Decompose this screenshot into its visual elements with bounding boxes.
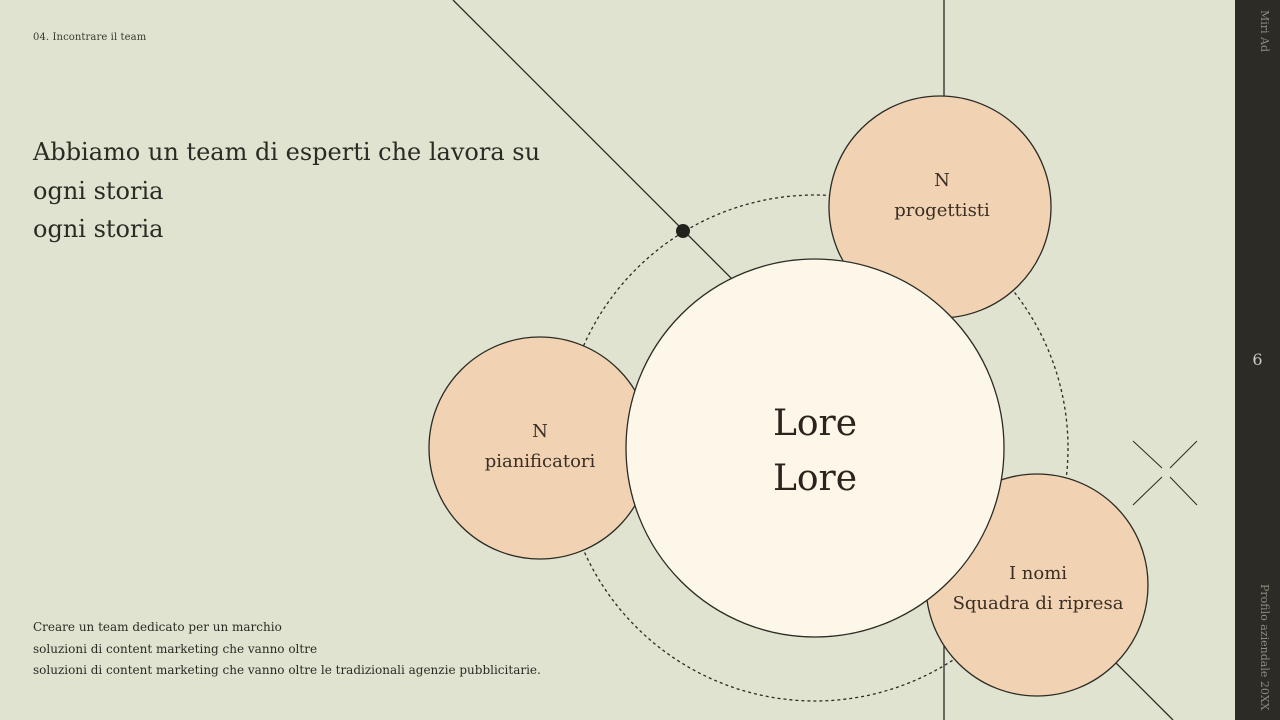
node-count: I nomi <box>1008 563 1068 584</box>
section-label: 04. Incontrare il team <box>33 32 147 43</box>
sidebar <box>1235 0 1280 720</box>
body-line: soluzioni di content marketing che vanno… <box>33 641 318 656</box>
node-title: progettisti <box>894 200 990 221</box>
team-diagram <box>428 0 1198 720</box>
sidebar-footer: Profilo aziendale 20XX <box>1258 584 1271 711</box>
node-label-progettisti: N progettisti <box>894 166 990 226</box>
orbit-dot <box>676 224 690 238</box>
body-line: soluzioni di content marketing che vanno… <box>33 663 541 677</box>
sidebar-brand: Miri Ad <box>1258 10 1271 53</box>
headline-line: Abbiamo un team di esperti che lavora su <box>33 138 541 166</box>
center-line: Lore <box>772 458 858 499</box>
headline-line: ogni storia <box>33 215 164 243</box>
node-label-ripresa: I nomi Squadra di ripresa <box>953 559 1124 619</box>
headline-line: ogni storia <box>33 176 164 205</box>
page-number: 6 <box>1252 350 1263 369</box>
cross-decoration-icon <box>1132 440 1198 506</box>
headline: Abbiamo un team di esperti che lavora su… <box>33 133 553 249</box>
center-label: Lore Lore <box>773 396 857 506</box>
node-count: N <box>934 170 950 191</box>
center-circle <box>625 258 1005 638</box>
node-title: pianificatori <box>484 451 596 472</box>
body-text: Creare un team dedicato per un marchio s… <box>33 617 541 682</box>
node-label-pianificatori: N pianificatori <box>485 417 596 477</box>
slide: 04. Incontrare il team Abbiamo un team d… <box>33 0 1198 720</box>
body-line: Creare un team dedicato per un marchio <box>33 620 282 634</box>
center-line: Lore <box>772 403 858 444</box>
node-count: N <box>532 421 548 442</box>
node-title: Squadra di ripresa <box>952 593 1124 614</box>
